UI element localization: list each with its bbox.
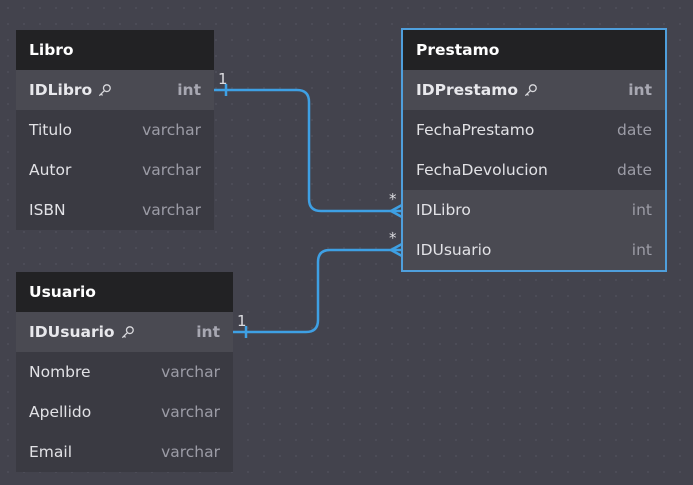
column-name: Nombre [29,363,91,381]
column-type: int [196,323,220,341]
column-type: int [631,201,652,219]
table-libro[interactable]: Libro IDLibro int Titulo varchar Autor v… [16,30,214,230]
column-name: Apellido [29,403,92,421]
column-type: varchar [142,161,201,179]
column-name: IDLibro [416,201,471,219]
column-row[interactable]: Autor varchar [16,150,214,190]
column-row[interactable]: Email varchar [16,432,233,472]
column-row[interactable]: IDPrestamo int [403,70,665,110]
table-prestamo-title: Prestamo [403,30,665,70]
column-name: ISBN [29,201,66,219]
many-marker-libro [390,203,403,219]
column-row[interactable]: IDUsuario int [403,230,665,270]
column-type: varchar [161,403,220,421]
many-marker-usuario [390,242,403,258]
column-name: Titulo [29,121,72,139]
table-usuario[interactable]: Usuario IDUsuario int Nombre varchar Ape… [16,272,233,472]
cardinality-usuario-one: 1 [237,312,247,330]
column-row[interactable]: IDUsuario int [16,312,233,352]
column-name: IDLibro [29,81,93,99]
column-row[interactable]: IDLibro int [403,190,665,230]
column-name: Email [29,443,73,461]
column-name: FechaDevolucion [416,161,548,179]
column-name: Autor [29,161,72,179]
column-type: varchar [142,201,201,219]
column-row[interactable]: Titulo varchar [16,110,214,150]
column-type: varchar [142,121,201,139]
column-type: int [177,81,201,99]
column-name: FechaPrestamo [416,121,535,139]
column-name: IDUsuario [29,323,115,341]
column-row[interactable]: FechaDevolucion date [403,150,665,190]
column-row[interactable]: Apellido varchar [16,392,233,432]
column-row[interactable]: ISBN varchar [16,190,214,230]
column-type: int [628,81,652,99]
column-type: date [617,161,652,179]
column-type: date [617,121,652,139]
cardinality-usuario-many: * [389,229,397,247]
table-libro-title: Libro [16,30,214,70]
column-type: varchar [161,443,220,461]
table-prestamo[interactable]: Prestamo IDPrestamo int FechaPrestamo da… [401,28,667,272]
column-row[interactable]: IDLibro int [16,70,214,110]
cardinality-libro-one: 1 [218,70,228,88]
column-type: int [631,241,652,259]
key-icon [99,83,112,96]
column-row[interactable]: FechaPrestamo date [403,110,665,150]
column-name: IDPrestamo [416,81,519,99]
cardinality-libro-many: * [389,190,397,208]
column-type: varchar [161,363,220,381]
table-usuario-title: Usuario [16,272,233,312]
relationship-usuario-prestamo [233,248,402,334]
relationship-libro-prestamo [213,88,402,213]
column-name: IDUsuario [416,241,492,259]
key-icon [121,325,134,338]
column-row[interactable]: Nombre varchar [16,352,233,392]
key-icon [524,83,537,96]
